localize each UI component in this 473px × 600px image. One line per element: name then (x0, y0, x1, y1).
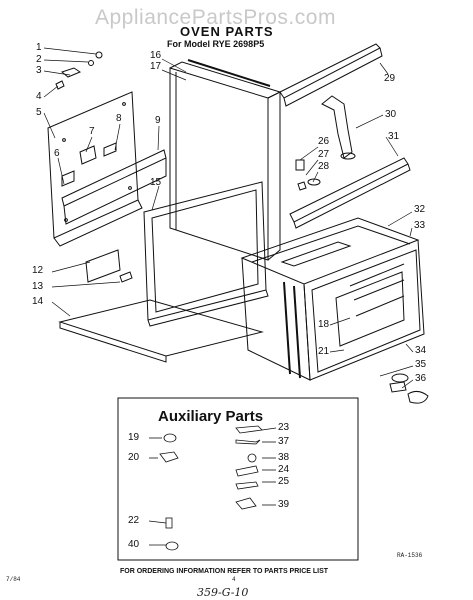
callout-3: 3 (36, 65, 42, 76)
callout-28: 28 (318, 161, 330, 172)
page-number: 4 (232, 576, 236, 583)
callout-16: 16 (150, 50, 162, 61)
callout-7: 7 (89, 126, 95, 137)
callout-17: 17 (150, 61, 162, 72)
aux-callout-25: 25 (278, 476, 290, 487)
auxiliary-part-shapes (148, 425, 277, 551)
callout-15: 15 (150, 177, 162, 188)
oven-cavity (240, 217, 425, 381)
aux-callout-22: 22 (128, 515, 140, 526)
auxiliary-parts-box (117, 397, 359, 561)
aux-callout-37: 37 (278, 436, 290, 447)
callout-1: 1 (36, 42, 42, 53)
handwritten-note: 359-G-10 (197, 586, 249, 599)
aux-callout-24: 24 (278, 464, 290, 475)
callout-12: 12 (32, 265, 44, 276)
ordering-note: FOR ORDERING INFORMATION REFER TO PARTS … (120, 568, 329, 575)
callout-35: 35 (415, 359, 427, 370)
callout-4: 4 (36, 91, 42, 102)
bottom-panel (58, 299, 264, 363)
leader-lines (43, 47, 414, 389)
callout-5: 5 (36, 107, 42, 118)
callout-27: 27 (318, 149, 330, 160)
mounting-bracket (61, 149, 167, 225)
callout-2: 2 (36, 54, 42, 65)
aux-callout-40: 40 (128, 539, 140, 550)
callout-13: 13 (32, 281, 44, 292)
callout-14: 14 (32, 296, 44, 307)
aux-callout-39: 39 (278, 499, 290, 510)
callout-21: 21 (318, 346, 330, 357)
door-frame (143, 181, 269, 327)
side-rail (289, 157, 411, 229)
callout-29: 29 (384, 73, 396, 84)
callout-31: 31 (388, 131, 400, 142)
callout-6: 6 (54, 148, 60, 159)
callout-30: 30 (385, 109, 397, 120)
callout-9: 9 (155, 115, 161, 126)
oven-light-assembly (389, 373, 429, 404)
diagram-title: OVEN PARTS (180, 24, 274, 39)
screws-and-clips (55, 51, 103, 90)
watermark-text: AppliancePartsPros.com (95, 6, 336, 29)
print-code: 7/84 (6, 576, 21, 583)
switch-parts (295, 159, 321, 191)
callout-26: 26 (318, 136, 330, 147)
callout-36: 36 (415, 373, 427, 384)
aux-callout-23: 23 (278, 422, 290, 433)
vent-tube (321, 95, 356, 160)
diagram-reference: RA-1536 (397, 552, 423, 559)
back-panel (47, 91, 143, 247)
diagram-subtitle: For Model RYE 2698P5 (167, 39, 265, 49)
aux-callout-19: 19 (128, 432, 140, 443)
callout-34: 34 (415, 345, 427, 356)
aux-callout-20: 20 (128, 452, 140, 463)
callout-33: 33 (414, 220, 426, 231)
callout-8: 8 (116, 113, 122, 124)
aux-callout-38: 38 (278, 452, 290, 463)
auxiliary-parts-title: Auxiliary Parts (158, 408, 264, 425)
hinge-bracket (85, 249, 133, 283)
callout-18: 18 (318, 319, 330, 330)
callout-32: 32 (414, 204, 426, 215)
top-rail (279, 43, 383, 107)
